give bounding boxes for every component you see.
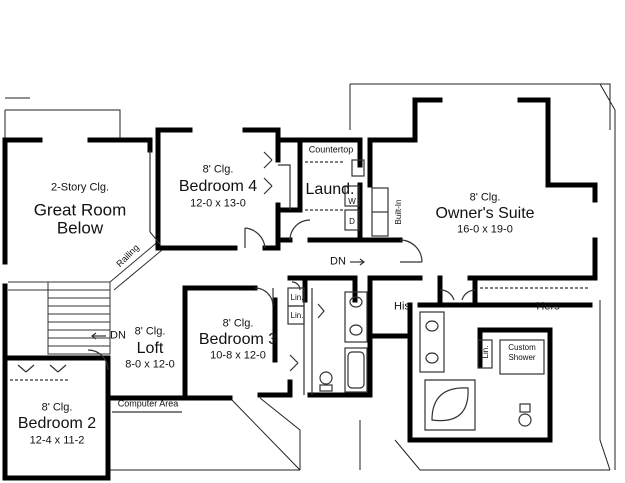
hers-closet-label: Hers: [536, 300, 560, 313]
stairs: [8, 239, 163, 355]
bedroom3-name: Bedroom 3: [198, 331, 278, 348]
bedroom3-ceiling: 8' Clg.: [222, 317, 254, 330]
his-closet-label: His: [394, 300, 410, 313]
countertop-label: Countertop: [308, 144, 354, 155]
loft-dimensions: 8-0 x 12-0: [125, 358, 175, 371]
custom-shower-label-1: Custom: [508, 343, 536, 352]
great-room-name: Great Room: [33, 200, 127, 220]
roof-outline: [4, 83, 616, 471]
bedroom3-dimensions: 10-8 x 12-0: [210, 349, 266, 362]
computer-area-label: Computer Area: [117, 398, 179, 409]
loft-ceiling: 8' Clg.: [134, 325, 166, 338]
owners-suite-dimensions: 16-0 x 19-0: [457, 223, 513, 236]
railing-label: Railing: [114, 242, 141, 269]
great-room-ceiling: 2-Story Clg.: [50, 181, 110, 194]
dryer-label: D: [349, 217, 355, 226]
bedroom4-name: Bedroom 4: [178, 178, 258, 195]
bedroom2-dimensions: 12-4 x 11-2: [29, 434, 85, 447]
custom-shower-label-2: Shower: [508, 353, 536, 362]
great-room-below: Below: [56, 218, 104, 238]
bedroom4-ceiling: 8' Clg.: [202, 163, 234, 176]
bedroom2-name: Bedroom 2: [17, 415, 97, 432]
washer-label: W: [348, 197, 356, 206]
bedroom4-dimensions: 12-0 x 13-0: [190, 197, 246, 210]
fixtures: [10, 150, 590, 431]
bedroom2-ceiling: 8' Clg.: [41, 401, 73, 414]
linen-b-label: Lin.: [290, 311, 304, 320]
laundry-name: Laund.: [305, 181, 355, 198]
owners-suite-ceiling: 8' Clg.: [469, 191, 501, 204]
stairs-down-label: DN: [110, 329, 126, 342]
down-hall-label: DN: [330, 255, 346, 268]
owners-suite-name: Owner's Suite: [435, 205, 535, 222]
master-linen-label: Lin.: [481, 345, 490, 359]
linen-a-label: Lin.: [290, 293, 304, 302]
loft-name: Loft: [136, 340, 164, 357]
built-in-label: Built-In: [394, 199, 403, 225]
